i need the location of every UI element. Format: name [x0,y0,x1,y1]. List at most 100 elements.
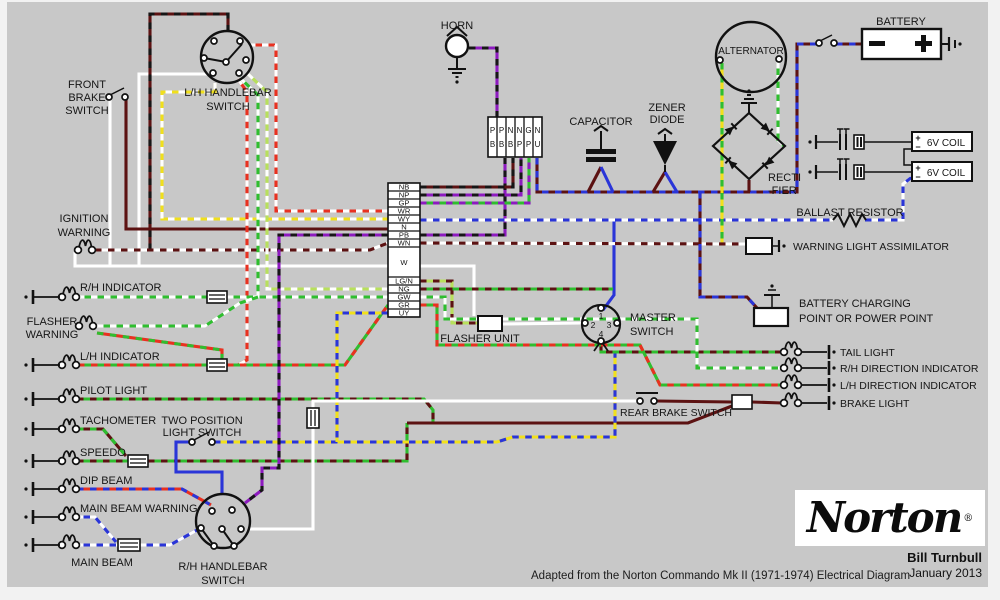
lamp-symbol [779,363,789,373]
wire-wr-left-trace [249,43,388,213]
coil2-label: 6V COIL [927,168,966,179]
battery-symbol [815,27,962,61]
charging-point-symbol [752,284,790,328]
lamp-filament [62,286,77,295]
master-switch-number: 1 [599,311,604,321]
wire-layer [73,12,913,547]
two-position-label-1: TWO POSITION [161,415,242,427]
lamp-symbol [779,380,789,390]
wire-white-flasher [420,264,476,316]
lamp-symbol [87,245,97,255]
wire-flasher-warning-wire-trace [97,295,259,328]
main-beam-warning-label: MAIN BEAM WARNING [80,503,198,515]
connector-box [206,358,228,372]
main-block-code: WR [398,207,411,216]
ground-dot [24,543,28,547]
lamp-filament [784,374,799,383]
lh-indicator-label: L/H INDICATOR [80,351,160,363]
wire-pb-left [244,233,388,505]
front-brake-label-2: BRAKE [68,92,105,104]
wire-lh-indicator-wire2-trace [227,304,390,367]
rh-direction-label: R/H DIRECTION INDICATOR [840,363,979,375]
coil2-minus: − [915,172,920,182]
lamp-symbol [88,321,98,331]
charging-label-1: BATTERY CHARGING [799,298,911,310]
wire-lg-drop-trace [246,72,388,291]
lamp-filament [784,392,799,401]
coil-1-symbol [808,128,973,152]
main-block-code: W [400,258,408,267]
lamp-symbol [793,398,803,408]
ground-dot [24,487,28,491]
ballast-resistor-symbol [832,211,867,229]
wire-main-beam-wire2-trace [140,527,200,547]
registered-mark: ® [963,512,974,524]
tachometer-label: TACHOMETER [80,415,156,427]
lamp-symbol [71,540,81,550]
wire-capacitor-lead-2 [599,166,615,193]
main-block-code: N [401,223,406,232]
lamp-filament [62,534,77,543]
lamp-symbol [793,347,803,357]
lamp-filament [78,239,93,248]
wire-pilot-wire-trace [77,397,435,423]
wire-gw-drop-trace [238,76,260,297]
top-block-code: N [508,126,514,135]
brake-light-label: BRAKE LIGHT [840,398,910,410]
wire-gr-right-trace [420,303,782,387]
flasher-unit-box [477,315,503,332]
flasher-warning-label-2: WARNING [26,329,79,341]
wire-tachometer-wire-trace [77,427,128,458]
lamp-symbol [793,380,803,390]
top-block-code: N [517,126,523,135]
wire-red-loop-trace [236,78,249,367]
alternator-label: ALTERNATOR [718,46,784,57]
component-symbols [105,20,973,550]
wire-speedo-wire2 [148,423,409,463]
main-block-code: WN [398,239,411,248]
wire-gp-row-trace [420,158,531,205]
top-block-code: B [508,140,513,149]
zener-diode-symbol [653,127,677,172]
wire-capacitor-lead-1 [586,166,603,193]
lamp-symbol [71,512,81,522]
assimilator-symbol [745,237,786,255]
ground-dot [24,295,28,299]
top-block-code: B [499,140,504,149]
wire-nu-main [535,42,817,194]
connector-box [206,290,228,304]
coil2-plus: + [915,163,920,173]
master-switch-number: 3 [607,320,612,330]
two-position-label-2: LIGHT SWITCH [163,427,242,439]
credit-name: Bill Turnbull [907,550,982,565]
master-switch-number: 2 [591,320,596,330]
wire-dip-beam-wire-trace [77,487,212,507]
wire-master-tail-trace [599,344,782,354]
wire-np-row [420,158,523,197]
main-beam-label: MAIN BEAM [71,557,133,569]
lamp-symbol [71,292,81,302]
wire-horn-wire-trace [469,46,499,117]
lamp-filament [62,478,77,487]
wire-rear-brake-out2 [751,400,783,405]
wire-nu-charging-trace [698,192,759,310]
lamp-filament [62,506,77,515]
capacitor-symbol [586,124,616,162]
main-block-code: GR [398,301,410,310]
master-switch-number: 4 [599,329,604,339]
top-block-code: U [535,140,541,149]
ignition-label-2: WARNING [58,227,111,239]
rh-handlebar-label-2: SWITCH [201,575,244,587]
front-brake-label-1: FRONT [68,79,106,91]
lamp-filament [79,315,94,324]
pilot-label: PILOT LIGHT [80,385,147,397]
top-block-code: P [499,126,504,135]
lamp-symbol [793,363,803,373]
lamp-symbol [779,347,789,357]
main-block-code: WY [398,215,410,224]
lamp-filament [62,388,77,397]
lamp-symbol [71,360,81,370]
master-switch-label-2: SWITCH [630,326,673,338]
connector-box [306,407,320,429]
